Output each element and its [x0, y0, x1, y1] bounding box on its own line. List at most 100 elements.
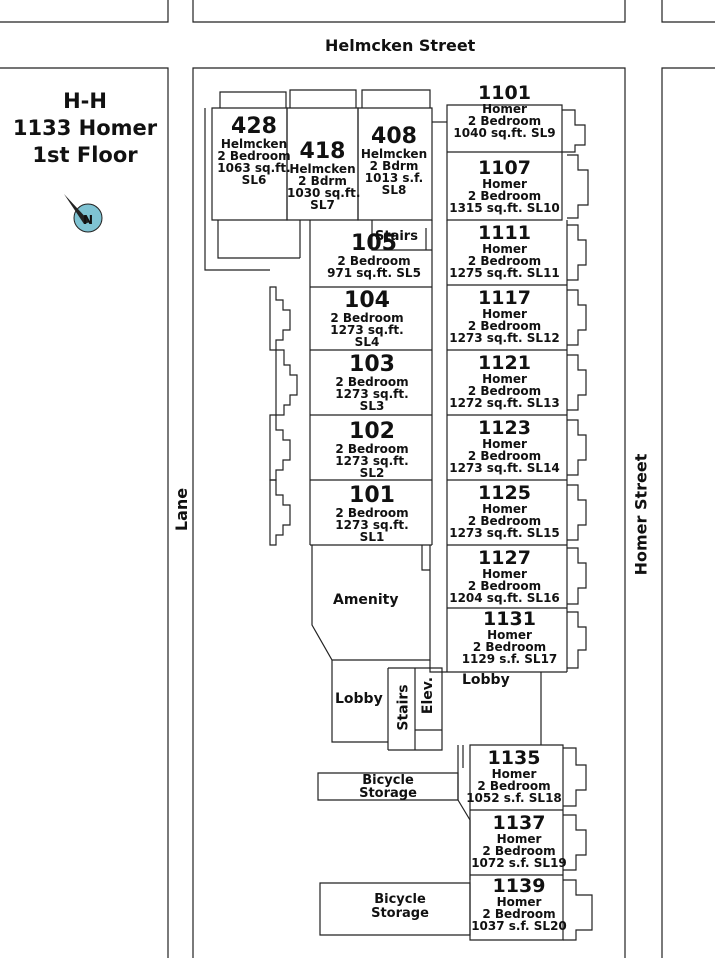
unit-number: 104 [344, 288, 390, 313]
unit-line: 1273 sq.ft. [335, 387, 409, 401]
unit-line: Homer [496, 895, 542, 909]
unit-label-104: 104 2 Bedroom 1273 sq.ft. SL4 [312, 288, 422, 349]
unit-number: 1127 [478, 547, 531, 569]
unit-428-balcony [219, 91, 287, 108]
amenity-notch [421, 545, 430, 571]
unit-label-1137: 1137 Homer 2 Bedroom 1072 s.f. SL19 [470, 812, 568, 870]
unit-number: 1107 [478, 157, 531, 179]
unit-line: SL2 [359, 466, 385, 480]
unit-line: 1052 s.f. SL18 [466, 791, 562, 805]
unit-line: SL7 [310, 198, 335, 212]
unit-line: SL4 [354, 335, 380, 349]
unit-418-balcony [289, 89, 357, 108]
unit-number: 1123 [478, 417, 531, 439]
stairs-top-label: Stairs [375, 229, 418, 244]
unit-number: 418 [299, 139, 346, 164]
unit-line: Homer [496, 832, 542, 846]
unit-label-1107: 1107 Homer 2 Bedroom 1315 sq.ft. SL10 [447, 157, 562, 215]
bicycle-storage-2-line-1: Bicycle [374, 892, 426, 907]
unit-line: 2 Bedroom [467, 114, 542, 128]
street-right: Homer Street [631, 453, 651, 576]
street-top: Helmcken Street [325, 36, 476, 55]
wing-inner-wall [217, 220, 300, 259]
unit-line: 1072 s.f. SL19 [471, 856, 567, 870]
unit-line: 2 Bedroom [467, 254, 542, 268]
unit-label-1139: 1139 Homer 2 Bedroom 1037 s.f. SL20 [470, 875, 568, 933]
unit-line: 971 sq.ft. SL5 [327, 266, 421, 280]
unit-line: 1315 sq.ft. SL10 [449, 201, 560, 215]
unit-line: 1063 sq.ft. [217, 161, 291, 175]
block-top-left [0, 0, 169, 23]
unit-line: Helmcken [360, 147, 428, 161]
unit-label-418: 418 Helmcken 2 Bdrm 1030 sq.ft. SL7 [287, 139, 360, 212]
unit-line: 1204 sq.ft. SL16 [449, 591, 560, 605]
bicycle-storage-1-line-2: Storage [359, 786, 417, 801]
balconies-right [562, 109, 589, 669]
unit-line: 2 Bedroom [482, 844, 556, 858]
unit-line: 2 Bdrm [298, 174, 347, 188]
stairs-mid-label: Stairs [395, 684, 412, 731]
unit-line: 2 Bedroom [467, 579, 542, 593]
unit-line: 2 Bedroom [482, 907, 556, 921]
lobby-connector [429, 660, 447, 673]
unit-number: 1117 [478, 287, 531, 309]
unit-line: 2 Bedroom [335, 506, 409, 520]
lobby-left-outline [331, 660, 388, 743]
unit-number: 102 [349, 419, 395, 444]
block-right [661, 67, 715, 958]
elevator-label: Elev. [420, 676, 437, 715]
unit-line: Homer [482, 372, 527, 386]
unit-number: 1139 [492, 875, 546, 897]
unit-line: 2 Bedroom [330, 311, 404, 325]
balconies-lower [563, 747, 593, 941]
unit-label-102: 102 2 Bedroom 1273 sq.ft. SL2 [312, 419, 432, 480]
bicycle-storage-1-label: Bicycle Storage [318, 774, 458, 800]
block-top-center [192, 0, 626, 23]
block-left [0, 67, 169, 958]
bicycle-storage-1-line-1: Bicycle [362, 773, 414, 788]
unit-line: Homer [487, 628, 532, 642]
unit-line: Homer [482, 307, 527, 321]
unit-line: Homer [482, 567, 527, 581]
unit-number: 1121 [478, 352, 531, 374]
unit-1101-outline [446, 104, 563, 221]
unit-line: 2 Bedroom [217, 149, 291, 163]
balconies-left [269, 286, 298, 546]
unit-number: 105 [351, 231, 397, 256]
unit-number: 428 [231, 114, 277, 139]
north-arrow-icon: N [64, 194, 103, 233]
unit-line: Homer [491, 767, 537, 781]
unit-line: 2 Bedroom [335, 442, 409, 456]
stairs-top-outline [371, 220, 432, 251]
unit-label-1111: 1111 Homer 2 Bedroom 1275 sq.ft. SL11 [447, 224, 562, 280]
unit-line: Homer [482, 502, 527, 516]
unit-line: Homer [482, 242, 527, 256]
right-stack-dividers [447, 284, 567, 609]
unit-line: Homer [482, 102, 527, 116]
unit-line: 2 Bedroom [335, 375, 409, 389]
unit-line: 2 Bedroom [467, 384, 542, 398]
unit-line: SL1 [359, 530, 385, 544]
bicycle-storage-2-label: Bicycle Storage [330, 893, 470, 921]
left-stack-dividers [310, 349, 432, 546]
unit-number: 1125 [478, 482, 531, 504]
street-left: Lane [172, 487, 192, 532]
unit-line: 1273 sq.ft. [335, 454, 409, 468]
unit-line: 2 Bedroom [337, 254, 411, 268]
unit-number: 1135 [487, 747, 541, 769]
unit-label-1123: 1123 Homer 2 Bedroom 1273 sq.ft. SL14 [447, 417, 562, 475]
lower-units-dividers [470, 809, 563, 876]
amenity-label: Amenity [333, 592, 399, 608]
unit-label-428: 428 Helmcken 2 Bedroom 1063 sq.ft. SL6 [212, 114, 296, 187]
title-line-1: H-H [63, 89, 107, 113]
unit-line: 1273 sq.ft. SL14 [449, 461, 560, 475]
unit-line: 1013 s.f. [364, 171, 424, 185]
block-building-site [192, 67, 626, 958]
unit-line: 1272 sq.ft. SL13 [449, 396, 560, 410]
unit-line: 2 Bedroom [467, 319, 542, 333]
unit-label-1101: 1101 Homer 2 Bedroom 1040 sq.ft. SL9 [447, 84, 562, 140]
unit-label-101: 101 2 Bedroom 1273 sq.ft. SL1 [312, 485, 432, 544]
unit-line: 1040 sq.ft. SL9 [453, 126, 556, 140]
unit-number: 1137 [492, 812, 546, 834]
unit-line: 1129 s.f. SL17 [461, 652, 558, 666]
